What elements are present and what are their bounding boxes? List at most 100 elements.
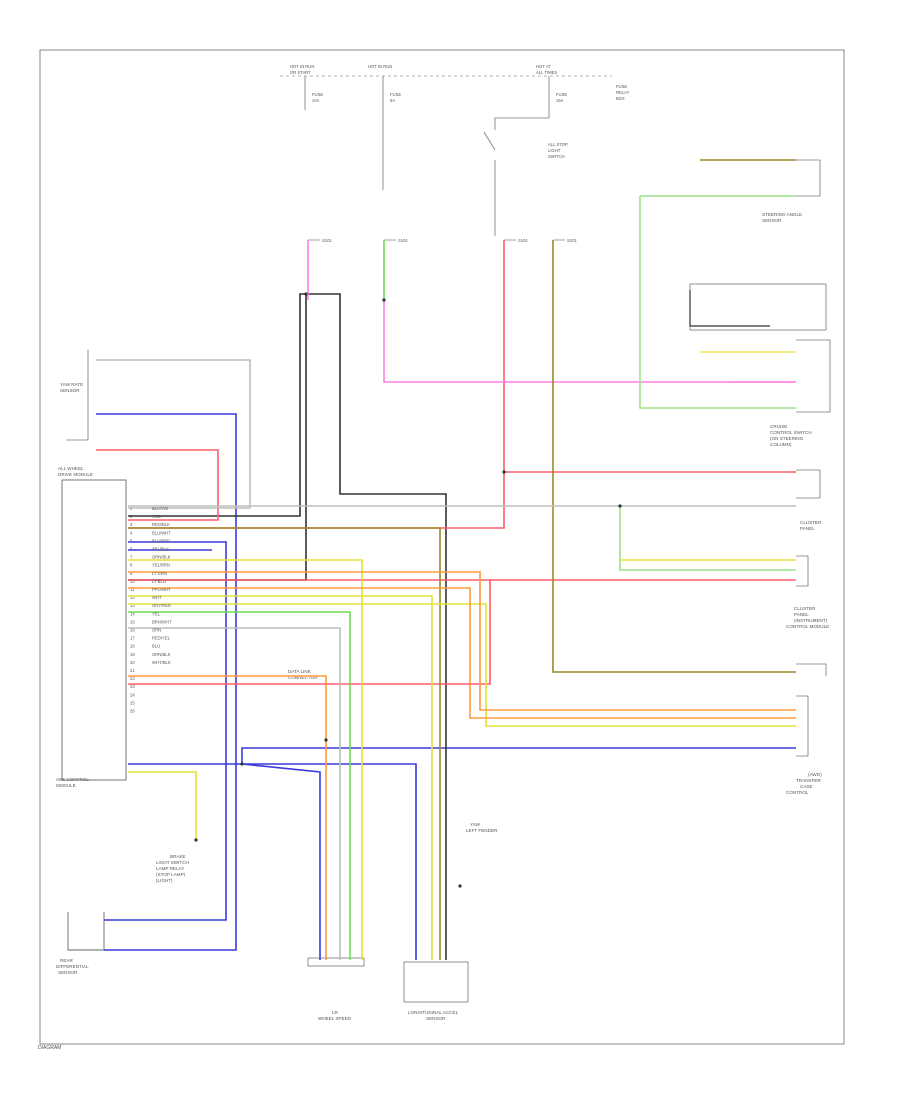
module-pin-8: 8: [130, 563, 133, 568]
brake-relay-4: (STOP LAMP): [156, 872, 186, 877]
left-bottom-1: REAR: [60, 958, 73, 963]
center-bottom-1: LONGITUDINAL ACCEL: [408, 1010, 459, 1015]
right-a-1: CLUSTER: [800, 520, 822, 525]
switch-label-3: SWITCH: [548, 154, 565, 159]
brake-relay-2: LIGHT SWITCH: [156, 860, 189, 865]
wire-blue-5: [242, 763, 417, 960]
left-module-box: [61, 479, 127, 781]
wire-tags: BLK/VIOREDRED/BLKBLU/WHTBLU/REDYEL/BLKOR…: [152, 506, 172, 665]
left-bottom-2: DIFFERENTIAL: [56, 964, 89, 969]
fusebox-label-2: RELAY: [616, 90, 630, 95]
wire-yellow-2: [128, 603, 796, 727]
fuse-label-hot-run-mid: HOT IN RUN: [368, 64, 392, 69]
module-pin-10: 10: [130, 579, 135, 584]
diagram-footer: DIAGRAM: [38, 1045, 62, 1051]
module-pin-12: 12: [130, 595, 135, 600]
module-pin-23: 23: [130, 684, 135, 689]
switch-wires: [689, 290, 796, 383]
module-pin-14: 14: [130, 611, 135, 616]
combi-mid-1: CRUISE: [770, 424, 787, 429]
module-pin-25: 25: [130, 700, 135, 705]
right-b-3: (INSTRUMENT): [794, 618, 828, 623]
wire-orange-1: [128, 675, 327, 960]
accel-sensor-connector: [403, 961, 469, 1003]
yaw-top-1: YAW RATE: [60, 382, 83, 387]
wire-orange-3: [128, 587, 796, 719]
module-pin-6: 6: [130, 547, 133, 552]
wire-red-4: [128, 579, 491, 685]
wire-tag: WHT: [152, 595, 162, 600]
combi-mid-4: COLUMN): [770, 442, 792, 447]
wire-brown-2: [128, 527, 441, 960]
module-pin-7: 7: [130, 555, 133, 560]
wire-orange-2: [128, 571, 796, 711]
diagram-border: [39, 49, 845, 1045]
wire-blue-4: [128, 747, 796, 765]
brake-relay-1: BRAKE: [170, 854, 186, 859]
steering-2: SENSOR: [762, 218, 782, 223]
left-module-bottom-2: MODULE: [56, 783, 76, 788]
wire-tag: BLK/VIO: [152, 506, 169, 511]
module-pin-24: 24: [130, 692, 135, 697]
lr-sensor-connector: [307, 957, 365, 967]
fuse-label-hot-run: HOT IN RUN: [290, 64, 314, 69]
right-b-4: CONTROL MODULE: [786, 624, 829, 629]
fuse-label-hot-run-2: OR START: [290, 70, 311, 75]
combi-mid-2: CONTROL SWITCH: [770, 430, 812, 435]
module-pin-16: 16: [130, 628, 135, 633]
wire-tag: WHT/BLK: [152, 660, 171, 665]
rear-sensor-box: [67, 912, 105, 951]
wire-yellow-1: [128, 595, 433, 960]
fuse-a-1: FUSE: [312, 92, 323, 97]
right-c-2: TRANSFER: [796, 778, 821, 783]
fusebox-label-1: FUSE: [616, 84, 627, 89]
module-pin-21: 21: [130, 668, 135, 673]
wire-tag: PPL/WHT: [152, 587, 171, 592]
wire-tag: RED/BLK: [152, 522, 170, 527]
wire-black-2: [128, 294, 307, 581]
right-a-2: PANEL: [800, 526, 815, 531]
left-module-title-1: ALL WHEEL: [58, 466, 84, 471]
fuse-b-1: FUSE: [390, 92, 401, 97]
wire-green-2: [639, 196, 796, 409]
yaw-top-2: SENSOR: [60, 388, 80, 393]
combi-mid-3: (ON STEERING: [770, 436, 804, 441]
steering-1: STEERING ANGLE: [762, 212, 802, 217]
wire-harness: [96, 159, 796, 960]
right-c-4: CONTROL: [786, 790, 809, 795]
wire-tag: BLU/RED: [152, 538, 170, 543]
splice-1: S101: [322, 238, 332, 243]
module-pin-13: 13: [130, 603, 135, 608]
module-pin-3: 3: [130, 522, 133, 527]
wire-tag: GRN/BLK: [152, 652, 171, 657]
wire-tag: LT GRN: [152, 571, 167, 576]
left-module-title-2: DRIVE MODULE: [58, 472, 93, 477]
module-pin-19: 19: [130, 652, 135, 657]
wire-tag: ORN: [152, 628, 161, 633]
wire-tag: RED/YEL: [152, 636, 171, 641]
fuse-label-hot-all-2: ALL TIMES: [536, 70, 557, 75]
wire-tag: ORN/BLK: [152, 555, 171, 560]
wire-red-2: [128, 240, 505, 529]
switch-label-1: ALL STOP: [548, 142, 568, 147]
fuse-c-2: 15A: [556, 98, 564, 103]
wire-tag: BLU/WHT: [152, 530, 171, 535]
left-module-bottom-1: ABS CONTROL: [56, 777, 89, 782]
fuse-label-hot-all: HOT AT: [536, 64, 551, 69]
right-connectors: [689, 159, 831, 757]
pin-labels: 1234567891011121314151617181920212223242…: [130, 506, 135, 714]
center-bottom-2: SENSOR: [426, 1016, 446, 1021]
wire-green-5: [619, 506, 796, 571]
fuse-a-2: 10A: [312, 98, 320, 103]
wire-pink-2: [383, 300, 796, 383]
wire-tag: YEL/BLK: [152, 547, 169, 552]
fusebox-label-3: BOX: [616, 96, 625, 101]
wire-tag: BLU: [152, 644, 160, 649]
center-label-2: CONNECTOR: [288, 675, 318, 680]
wire-gray-3: [128, 627, 341, 960]
wire-blue-2: [104, 541, 227, 921]
ground-block-2: LEFT FENDER: [466, 828, 498, 833]
module-pin-11: 11: [130, 587, 135, 592]
module-pin-15: 15: [130, 619, 135, 624]
